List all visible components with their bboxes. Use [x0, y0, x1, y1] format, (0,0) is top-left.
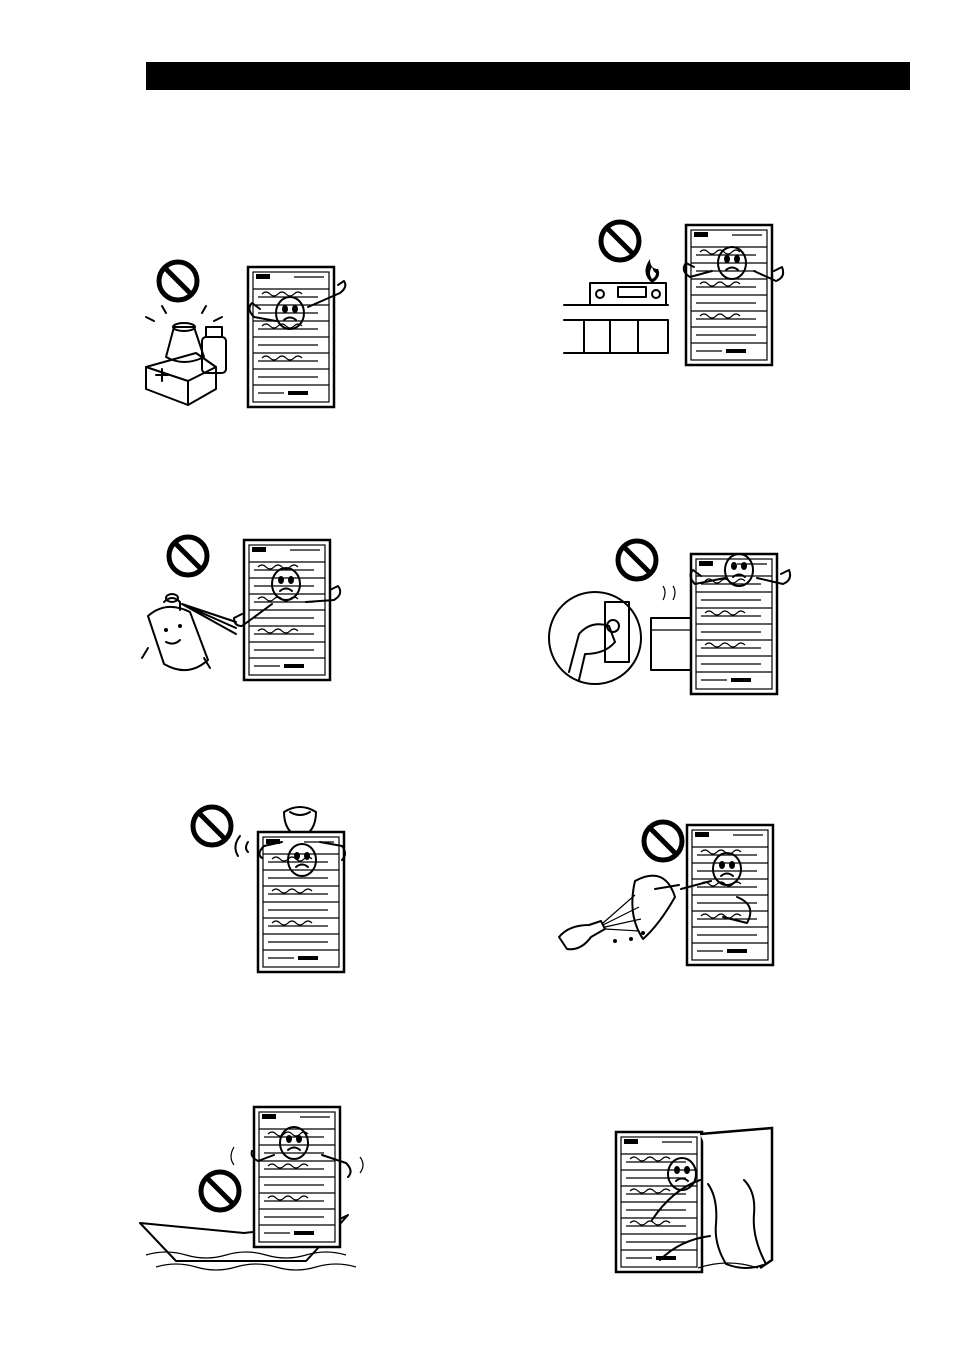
wine-cooler-icon — [248, 267, 345, 407]
chemical-flask-icon — [146, 306, 222, 405]
illustration-water-spray — [555, 815, 775, 967]
umbrella-icon — [632, 876, 679, 939]
spray-can-icon — [142, 594, 236, 670]
section-header-bar — [146, 62, 910, 90]
prohibition-icon — [201, 1172, 239, 1210]
prohibition-icon — [159, 262, 197, 300]
illustration-chemicals — [136, 255, 366, 415]
prohibition-icon — [644, 822, 682, 860]
hand-plug-icon — [549, 592, 641, 684]
illustration-door-gasket — [612, 1128, 782, 1280]
illustration-damp-location — [136, 1105, 368, 1275]
illustration-heat-source — [560, 215, 800, 370]
wine-cooler-icon — [231, 1107, 363, 1247]
wine-cooler-icon — [681, 825, 773, 965]
prohibition-icon — [193, 807, 231, 845]
prohibition-icon — [601, 222, 639, 260]
gas-stove-icon — [564, 283, 668, 353]
wine-cooler-icon — [684, 225, 783, 365]
prohibition-icon — [618, 541, 656, 579]
wine-cooler-icon — [258, 832, 345, 972]
illustration-flammable-spray — [136, 530, 366, 690]
appliance-icon — [651, 586, 695, 670]
illustration-objects-on-top — [180, 800, 360, 978]
prohibition-icon — [169, 537, 207, 575]
illustration-shared-outlet — [545, 538, 795, 698]
flame-icon — [645, 259, 659, 283]
wine-cooler-icon — [616, 1132, 702, 1272]
wine-cooler-icon — [234, 540, 340, 680]
wine-cooler-icon — [690, 554, 790, 694]
